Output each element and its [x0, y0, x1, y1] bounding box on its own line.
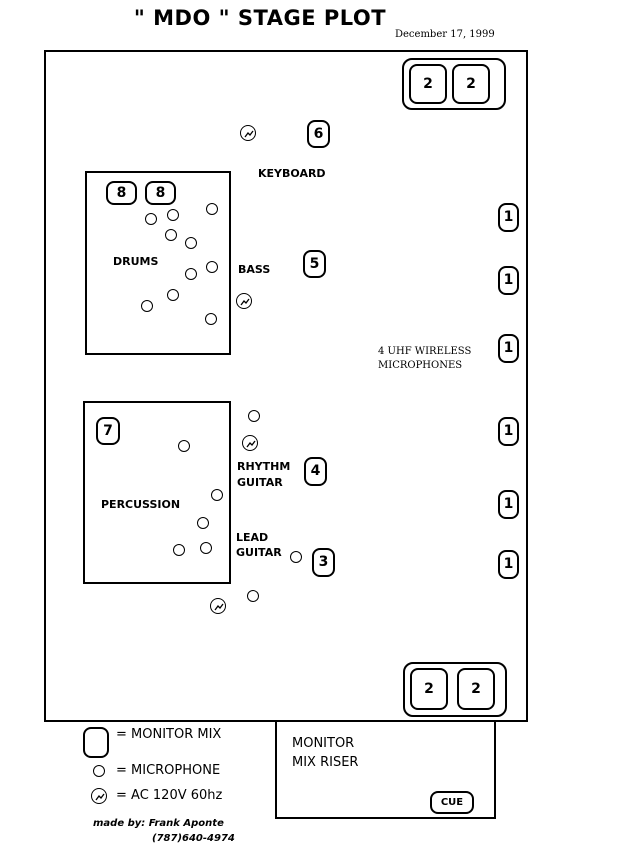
microphone-icon [185, 268, 197, 280]
legend-monitor-icon [83, 727, 109, 758]
monitor-wedge: 2 [452, 64, 490, 104]
monitor-number: 2 [471, 681, 481, 697]
keyboard-label: KEYBOARD [258, 167, 326, 180]
bass-label: BASS [238, 263, 271, 276]
monitor-wedge: 7 [96, 417, 120, 445]
monitor-wedge: 2 [409, 64, 447, 104]
legend-microphone-icon [93, 765, 105, 777]
monitor-mix-riser [275, 722, 496, 819]
monitor-wedge: 1 [498, 266, 519, 295]
monitor-number: 2 [466, 76, 476, 92]
cue-monitor: CUE [430, 791, 474, 814]
microphone-icon [141, 300, 153, 312]
microphone-icon [211, 489, 223, 501]
microphone-icon [206, 203, 218, 215]
microphone-icon [167, 209, 179, 221]
ac-outlet-icon [242, 435, 258, 451]
monitor-number: 3 [318, 554, 329, 570]
monitor-number: 1 [503, 423, 514, 439]
legend-monitor-text: = MONITOR MIX [116, 727, 222, 742]
monitor-number: 8 [155, 185, 166, 201]
microphone-icon [145, 213, 157, 225]
microphone-icon [206, 261, 218, 273]
plot-date: December 17, 1999 [395, 29, 495, 40]
monitor-number: 7 [103, 423, 113, 439]
monitor-number: 1 [503, 340, 514, 356]
monitor-wedge: 6 [307, 120, 330, 148]
monitor-wedge: 2 [410, 668, 448, 710]
wireless-label-line1: 4 UHF WIRELESS [378, 346, 472, 357]
microphone-icon [290, 551, 302, 563]
cue-label: CUE [440, 797, 464, 808]
legend-microphone-text: = MICROPHONE [116, 763, 221, 778]
monitor-number: 1 [503, 272, 514, 288]
microphone-icon [173, 544, 185, 556]
lead-guitar-label-line2: GUITAR [236, 546, 282, 559]
microphone-icon [178, 440, 190, 452]
monitor-wedge: 1 [498, 490, 519, 519]
top-monitor-group [402, 58, 506, 110]
monitor-wedge: 3 [312, 548, 335, 577]
ac-outlet-icon [240, 125, 256, 141]
drums-riser [85, 171, 231, 355]
monitor-number: 6 [313, 126, 324, 142]
legend-ac-text: = AC 120V 60hz [116, 788, 223, 803]
monitor-number: 1 [503, 496, 514, 512]
page-title: " MDO " STAGE PLOT [133, 6, 387, 30]
monitor-wedge: 8 [106, 181, 137, 205]
monitor-number: 1 [503, 556, 514, 572]
monitor-number: 2 [423, 76, 433, 92]
percussion-riser [83, 401, 231, 584]
monitor-wedge: 8 [145, 181, 176, 205]
microphone-icon [185, 237, 197, 249]
riser-label-line1: MONITOR [292, 736, 355, 751]
microphone-icon [247, 590, 259, 602]
monitor-wedge: 5 [303, 250, 326, 278]
wireless-label-line2: MICROPHONES [378, 360, 463, 371]
monitor-number: 8 [116, 185, 127, 201]
legend-ac-outlet-icon [91, 788, 107, 804]
monitor-wedge: 1 [498, 417, 519, 446]
lead-guitar-label-line1: LEAD [236, 531, 269, 544]
microphone-icon [197, 517, 209, 529]
riser-label-line2: MIX RISER [292, 755, 359, 770]
ac-outlet-icon [210, 598, 226, 614]
monitor-wedge: 1 [498, 203, 519, 232]
monitor-wedge: 1 [498, 334, 519, 363]
monitor-wedge: 1 [498, 550, 519, 579]
microphone-icon [200, 542, 212, 554]
microphone-icon [205, 313, 217, 325]
bottom-monitor-group [403, 662, 507, 717]
monitor-number: 2 [424, 681, 434, 697]
stage-area [44, 50, 528, 722]
monitor-number: 5 [309, 256, 320, 272]
percussion-label: PERCUSSION [101, 498, 181, 511]
rhythm-guitar-label-line1: RHYTHM [237, 460, 291, 473]
microphone-icon [167, 289, 179, 301]
drums-label: DRUMS [113, 255, 159, 268]
rhythm-guitar-label-line2: GUITAR [237, 476, 283, 489]
microphone-icon [165, 229, 177, 241]
microphone-icon [248, 410, 260, 422]
credit-phone: (787)640-4974 [152, 833, 235, 844]
monitor-wedge: 4 [304, 457, 327, 486]
credit-name: made by: Frank Aponte [93, 818, 224, 829]
monitor-wedge: 2 [457, 668, 495, 710]
monitor-number: 4 [310, 463, 321, 479]
monitor-number: 1 [503, 209, 514, 225]
ac-outlet-icon [236, 293, 252, 309]
